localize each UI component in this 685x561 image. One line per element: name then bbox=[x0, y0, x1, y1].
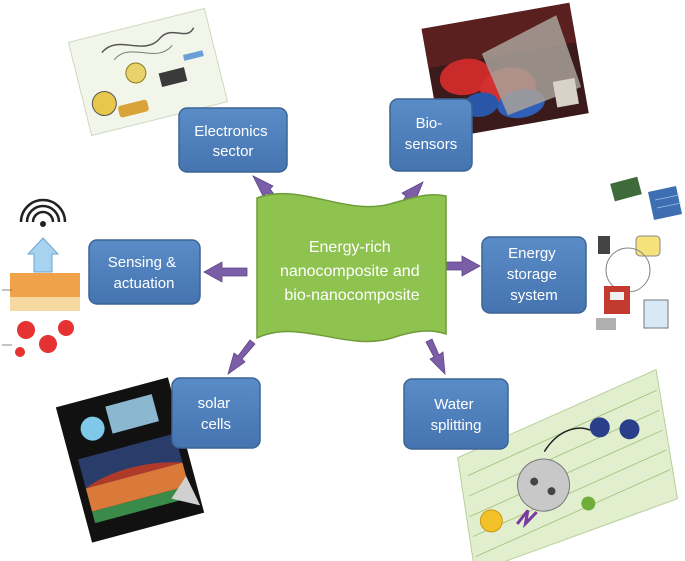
sensing-illustration bbox=[0, 198, 84, 375]
node-energy-storage: Energy storage system bbox=[481, 236, 587, 314]
arrow-to-sensing bbox=[203, 261, 248, 283]
svg-text:Energy-rich nanocomposit: Energy-rich nanocomposite and bio-nanoco… bbox=[280, 239, 424, 304]
biosensors-line-2: sensors bbox=[405, 136, 458, 153]
svg-text:Bio- sensors: Bio- sensors bbox=[405, 115, 458, 153]
solar-line-2: cells bbox=[201, 416, 231, 433]
biosensors-line-1: Bio- bbox=[416, 115, 443, 132]
solar-line-1: solar bbox=[198, 395, 231, 412]
solar-cells-illustration bbox=[55, 377, 205, 543]
water-line-1: Water bbox=[434, 396, 473, 413]
energy-line-2: storage bbox=[507, 266, 557, 283]
center-line-3: bio-nanocomposite bbox=[284, 287, 419, 304]
center-line-2: nanocomposite and bbox=[280, 263, 420, 280]
center-line-1: Energy-rich bbox=[309, 239, 391, 256]
sensing-line-1: Sensing & bbox=[108, 254, 176, 271]
node-sensing: Sensing & actuation bbox=[88, 239, 201, 305]
electronics-line-2: sector bbox=[213, 143, 254, 160]
electronics-line-1: Electronics bbox=[194, 123, 267, 140]
arrow-to-water bbox=[425, 338, 446, 376]
node-solar-cells: solar cells bbox=[171, 377, 261, 449]
svg-text:Electronics sector: Electronics sector bbox=[194, 123, 272, 160]
node-electronics: Electronics sector bbox=[178, 107, 288, 173]
svg-text:Water splitting: Water splitting bbox=[431, 396, 482, 434]
water-line-2: splitting bbox=[431, 417, 482, 434]
center-banner: Energy-rich nanocomposite and bio-nanoco… bbox=[256, 192, 447, 343]
sensing-line-2: actuation bbox=[114, 275, 175, 292]
water-splitting-illustration bbox=[457, 368, 679, 561]
energy-line-3: system bbox=[510, 287, 558, 304]
svg-text:Energy storage sys: Energy storage system bbox=[507, 245, 561, 304]
node-water-splitting: Water splitting bbox=[403, 378, 509, 450]
energy-line-1: Energy bbox=[508, 245, 556, 262]
biosensors-illustration bbox=[421, 2, 589, 140]
energy-storage-illustration bbox=[588, 172, 685, 352]
electronics-illustration bbox=[67, 7, 229, 137]
arrow-to-energy bbox=[445, 255, 481, 277]
arrow-to-solar bbox=[227, 339, 256, 375]
node-biosensors: Bio- sensors bbox=[389, 98, 473, 172]
svg-text:Sensing & actuation: Sensing & actuation bbox=[108, 254, 181, 292]
svg-text:solar cells: solar cells bbox=[198, 395, 235, 433]
